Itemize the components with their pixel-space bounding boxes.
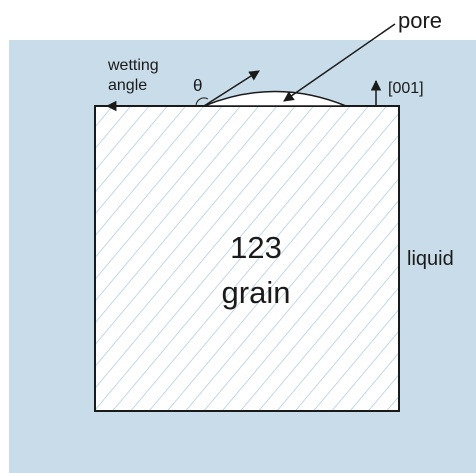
wetting-label-line2: angle — [108, 77, 147, 94]
theta-label: θ — [193, 76, 202, 95]
grain-name-label: grain — [222, 275, 291, 310]
pore-shape — [203, 90, 347, 107]
grain-number-label: 123 — [230, 230, 282, 265]
pore-label: pore — [398, 8, 442, 33]
grain-hatch — [95, 106, 399, 411]
wetting-angle-arc — [195, 97, 209, 107]
tangent-arrow — [203, 70, 260, 107]
direction-label: [001] — [388, 80, 424, 97]
wetting-label-line1: wetting — [107, 57, 159, 74]
pore-leader-line — [283, 23, 396, 102]
liquid-label: liquid — [407, 248, 454, 270]
